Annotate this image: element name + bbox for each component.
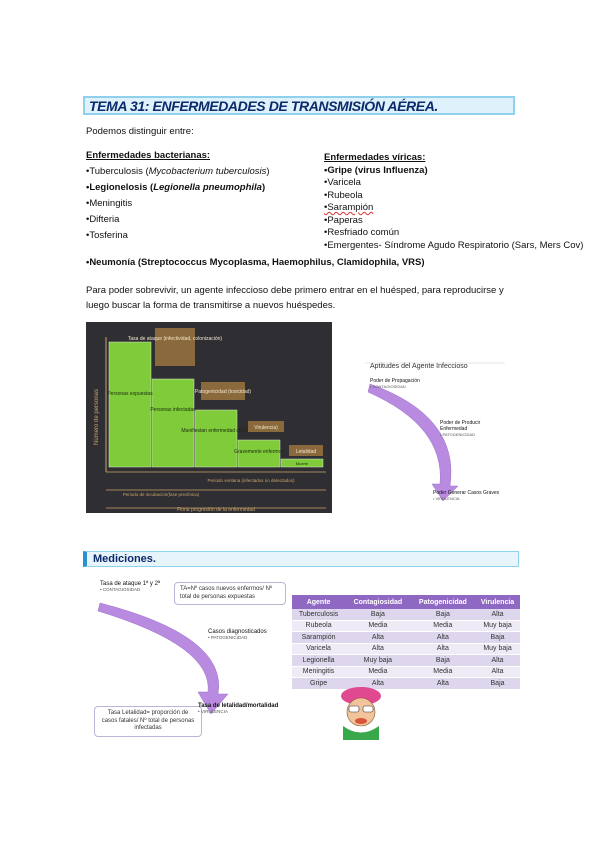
curved-arrow <box>97 602 229 715</box>
intro-text: Podemos distinguir entre: <box>86 126 194 137</box>
bar-severe <box>237 439 281 468</box>
formula-box: TA=Nº casos nuevos enfermos/ Nº total de… <box>174 582 286 605</box>
viral-item: •Varicela <box>324 177 361 188</box>
mediciones-header: Mediciones. <box>83 551 519 567</box>
page-title: TEMA 31: ENFERMEDADES DE TRANSMISIÓN AÉR… <box>89 98 438 114</box>
table-header-row: Agente Contagiosidad Patogenicidad Virul… <box>292 595 520 609</box>
box-label: Virulencia) <box>254 425 278 431</box>
viral-heading: Enfermedades víricas: <box>324 152 426 163</box>
sick-person-illustration <box>341 687 381 740</box>
viral-item: •Gripe (virus Influenza) <box>324 164 428 176</box>
table-header: Patogenicidad <box>410 595 476 609</box>
aptitude-node: Poder de Producir Enfermedad • PATOGENIC… <box>440 420 481 437</box>
measure-node: Tasa de ataque 1ª y 2ª • CONTAGIOSIDAD <box>100 581 161 592</box>
bacterial-item: •Meningitis <box>86 198 133 209</box>
bacterial-heading: Enfermedades bacterianas: <box>86 150 211 161</box>
bar-label: Manifiestan enfermedad clínica <box>181 428 250 434</box>
bar-label: Muerte <box>296 461 309 466</box>
viral-item: •Paperas <box>324 214 363 226</box>
y-axis-label: Número de personas <box>94 389 100 445</box>
formula-box: Tasa Letalidad= proporción de casos fata… <box>94 706 202 737</box>
window-label: Periodo ventana (infectados no detectado… <box>207 478 295 483</box>
bacterial-item: •Difteria <box>86 214 120 225</box>
bar-clinical <box>194 409 238 468</box>
section-title: Mediciones. <box>93 553 156 565</box>
bar-label: Personas infectadas <box>150 407 196 413</box>
bar-infected <box>151 378 195 468</box>
table-header: Contagiosidad <box>345 595 411 609</box>
aptitude-node: Poder de Propagación • CONTAGIOSIDAD <box>370 378 420 389</box>
box-virulence <box>248 421 284 432</box>
title-header: TEMA 31: ENFERMEDADES DE TRANSMISIÓN AÉR… <box>83 96 515 115</box>
table-header: Agente <box>292 595 346 609</box>
table-header: Virulencia <box>475 595 520 609</box>
measure-node: Casos diagnosticados • PATOGENICIDAD <box>208 629 267 640</box>
curved-arrow <box>367 383 459 502</box>
box-label: Letalidad <box>296 449 317 455</box>
paragraph: Para poder sobrevivir, un agente infecci… <box>86 285 504 311</box>
bar-label: Gravemente enfermos <box>234 449 284 455</box>
box-lethality <box>289 445 323 456</box>
box-label: Patogenicidad (toxicidad) <box>195 389 251 395</box>
viral-item: •Emergentes- Síndrome Agudo Respiratorio… <box>324 239 584 251</box>
viral-item: •Resfriado común <box>324 227 400 238</box>
agents-table: Agente Contagiosidad Patogenicidad Virul… <box>292 595 520 690</box>
neumonia-item: •Neumonía (Streptococcus Mycoplasma, Hae… <box>86 257 425 268</box>
measurement-figure: Tasa de ataque 1ª y 2ª • CONTAGIOSIDAD T… <box>88 576 288 738</box>
viral-item: •Rubeola <box>324 189 363 201</box>
aptitude-node: Poder Generar Casos Graves • VIRULENCIA <box>433 490 500 501</box>
bar-death <box>280 458 324 468</box>
bar-label: Personas expuestas <box>107 391 153 397</box>
box-attack-rate <box>155 328 195 366</box>
x-axis-label: Fiona progresión de la enfermedad <box>177 507 255 513</box>
aptitudes-figure: Aptitudes del Agente Infeccioso Poder de… <box>340 356 510 516</box>
disease-progression-figure: Número de personas Personas expuestas Pe… <box>86 322 332 513</box>
bacterial-item: •Tosferina <box>86 230 128 241</box>
window-label: Periodo de incubación(fase preclínica) <box>123 492 200 497</box>
bacterial-list: Enfermedades bacterianas: •Tuberculosis … <box>86 148 270 244</box>
box-pathogenicity <box>201 382 245 400</box>
bar-exposed <box>108 341 152 468</box>
viral-list: Enfermedades víricas: •Gripe (virus Infl… <box>324 152 583 252</box>
viral-item: •Sarampión <box>324 202 374 213</box>
box-label: Tasa de ataque (infectividad, colonizaci… <box>128 336 223 342</box>
bacterial-item: •Legionelosis (Legionella pneumophila) <box>86 182 266 193</box>
measure-node: Tasa de letalidad/mortalidad • VIRULENCI… <box>198 703 279 714</box>
bacterial-item: •Tuberculosis (Mycobacterium tuberculosi… <box>86 166 270 177</box>
aptitudes-title: Aptitudes del Agente Infeccioso <box>370 363 468 370</box>
